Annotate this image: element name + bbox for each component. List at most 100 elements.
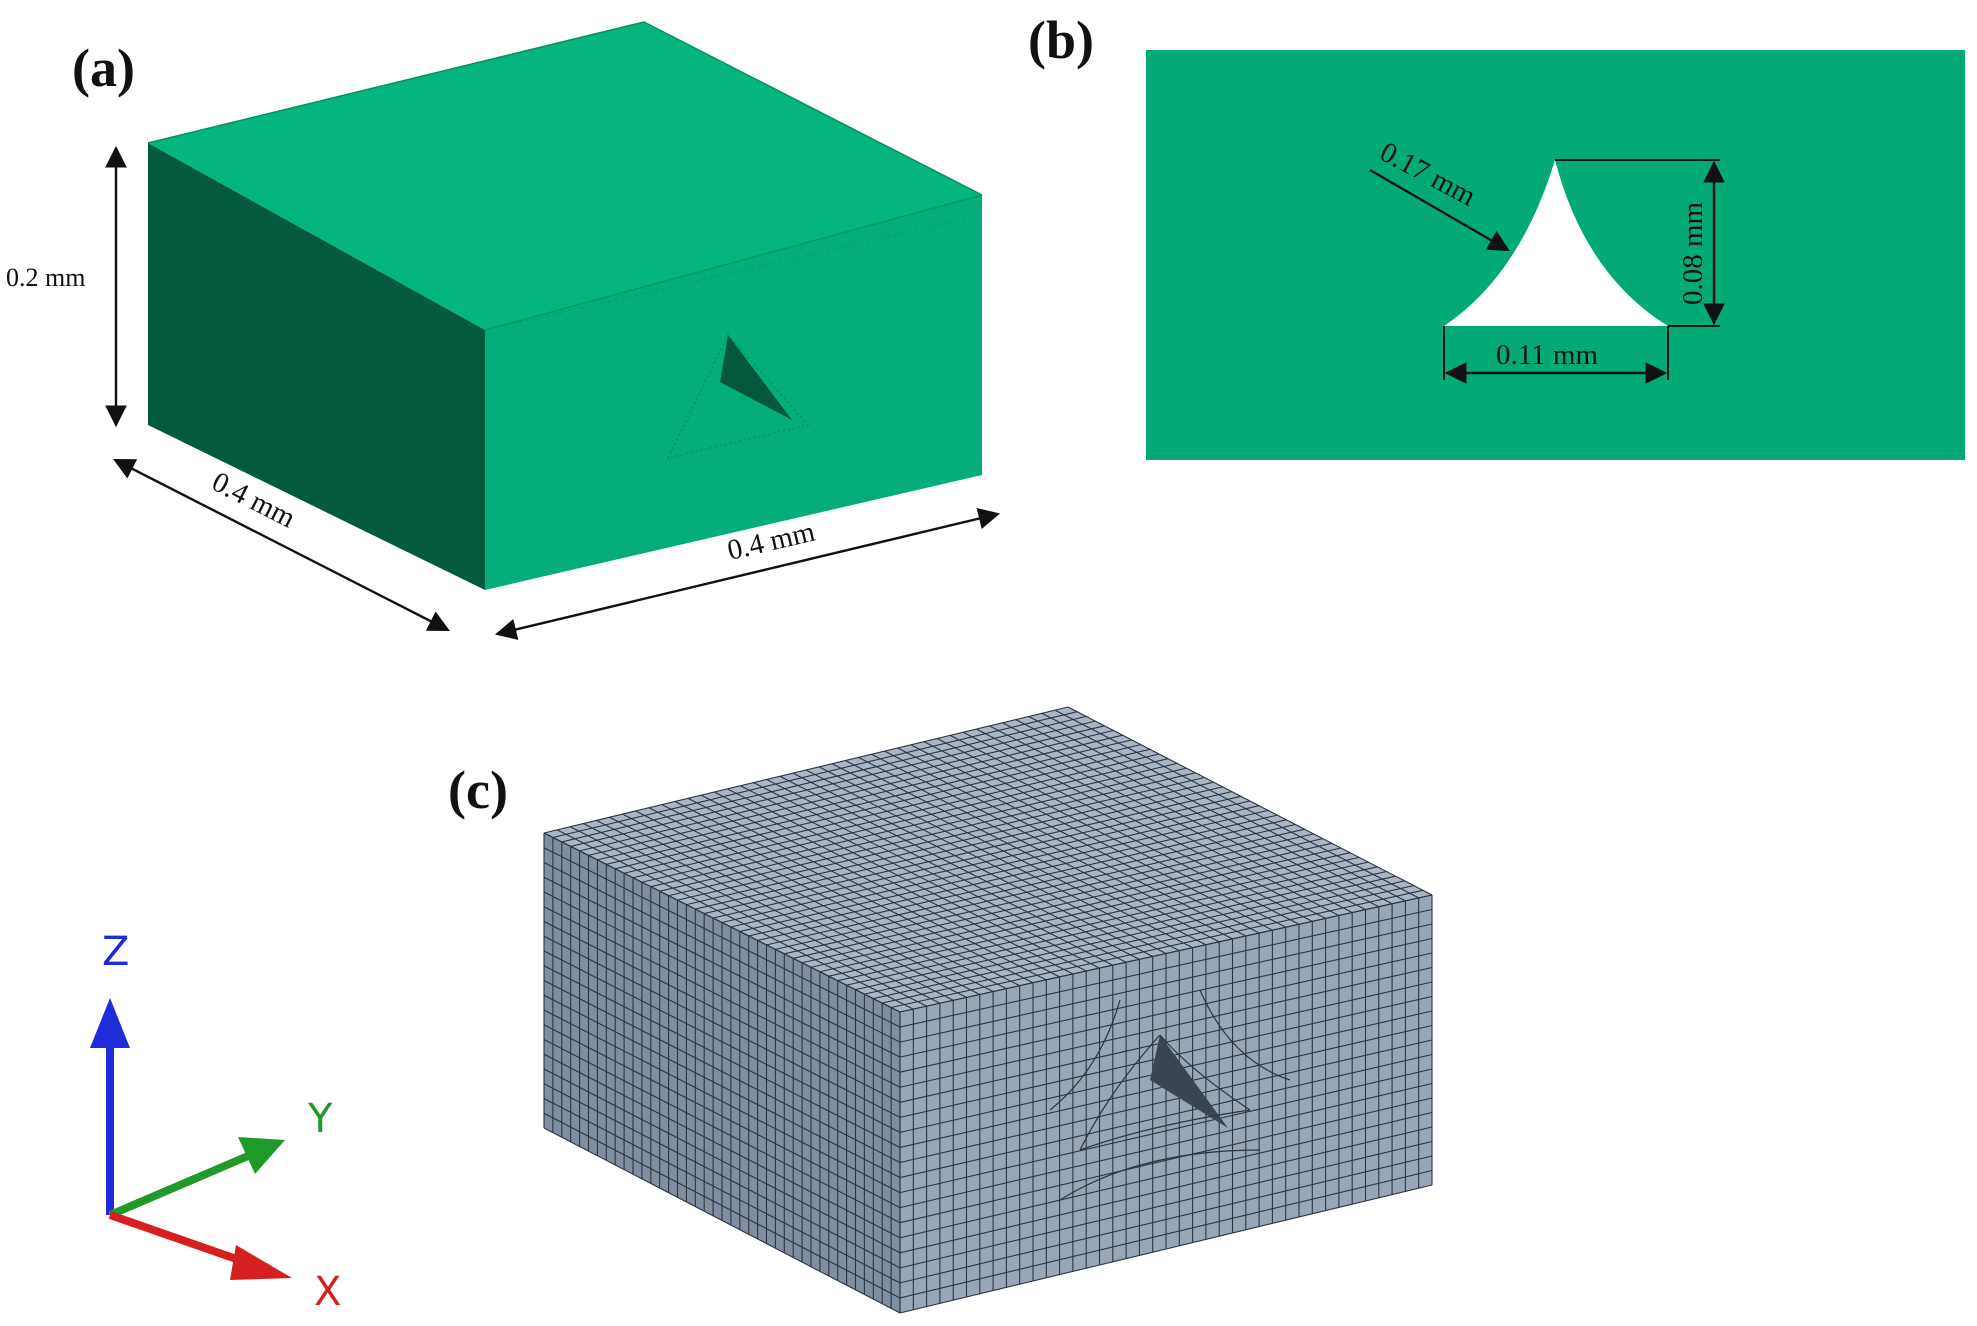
mesh-front-line-v <box>899 1068 1433 1194</box>
mesh-front-line-v <box>899 1039 1433 1164</box>
radius-leader-line <box>1369 168 1510 252</box>
mesh-side-line-v <box>543 906 901 1088</box>
notch-height-label: 0.08 mm <box>1677 201 1709 305</box>
mesh-top-line-v <box>695 786 1223 910</box>
mesh-top-line-v <box>810 847 1342 968</box>
panel-c-label: (c) <box>448 760 508 820</box>
width-dimension-line <box>494 508 1001 640</box>
mesh-front-line-v <box>899 966 1433 1088</box>
mesh-top-line-v <box>561 715 1087 843</box>
mesh-front-line-v <box>899 908 1433 1028</box>
mesh-top-line-v <box>721 800 1251 924</box>
mesh-top-line-v <box>686 781 1214 906</box>
mesh-side-line-v <box>543 1098 901 1284</box>
mesh-side-line-v <box>543 1024 901 1209</box>
mesh-side-line-v <box>543 862 901 1043</box>
mesh-side-line-v <box>543 891 901 1073</box>
mesh-top-line-v <box>588 729 1114 856</box>
mesh-top-line-v <box>766 823 1296 946</box>
y-axis-shaft <box>108 1152 250 1219</box>
mesh-side-line-v <box>543 994 901 1179</box>
mesh-top-line-v <box>606 739 1132 865</box>
mesh-front-line-v <box>899 1053 1433 1179</box>
x-axis-arrowhead <box>230 1245 292 1280</box>
mesh-front-line-v <box>899 1155 1433 1284</box>
mesh-front-line-v <box>899 1111 1433 1239</box>
mesh-top-line-v <box>668 772 1196 897</box>
block-front-face <box>485 195 982 590</box>
y-axis-label: Y <box>307 1096 333 1142</box>
mesh-top-line-v <box>623 748 1151 874</box>
mesh-top-line-v <box>793 838 1323 959</box>
notch-base-label: 0.11 mm <box>1496 339 1598 371</box>
mesh-top-line-v <box>730 805 1260 928</box>
mesh-front-line-v <box>899 1097 1433 1224</box>
mesh-top-line-v <box>775 828 1305 950</box>
mesh-top-line-v <box>641 758 1169 883</box>
mesh-top-line-v <box>543 706 1069 834</box>
block-front-top-edge <box>484 194 983 331</box>
mesh-side-line-v <box>543 1127 901 1314</box>
mesh-front-line-v <box>899 1169 1433 1299</box>
height-dimension-label: 0.2 mm <box>6 263 85 292</box>
mesh-side-line-v <box>543 876 901 1058</box>
mesh-front-line-v <box>899 923 1433 1043</box>
mesh-top-line-v <box>704 791 1232 915</box>
mesh-top-line-v <box>615 744 1141 870</box>
mesh-top-line-v <box>864 875 1396 995</box>
notch-profile <box>1444 160 1668 326</box>
mesh-top-line-v <box>882 885 1414 1004</box>
mesh-side-line-v <box>543 1068 901 1254</box>
y-axis-arrowhead <box>238 1137 285 1174</box>
mesh-top-line-v <box>659 767 1187 892</box>
mesh-top-line-v <box>597 734 1123 861</box>
mesh-side-line-v <box>543 950 901 1133</box>
mesh-side-line-v <box>543 847 901 1028</box>
mesh-top-line-v <box>552 711 1078 839</box>
mesh-side-line-v <box>543 832 901 1013</box>
mesh-front-line-v <box>899 1184 1433 1314</box>
mesh-front-line-v <box>899 952 1433 1073</box>
panel-c: (c) <box>448 706 1433 1314</box>
mesh-top-line-v <box>570 720 1096 847</box>
mesh-top-line-v <box>828 856 1360 977</box>
block-hidden-edge <box>484 214 983 331</box>
mesh-front-line-v <box>899 1126 1433 1254</box>
block-top-face <box>148 22 982 330</box>
notch-cavity <box>720 335 792 420</box>
mesh-top-line-v <box>712 795 1242 919</box>
mesh-top-line-v <box>632 753 1160 879</box>
x-axis-shaft <box>108 1211 247 1266</box>
mesh-side-line-v <box>543 921 901 1103</box>
x-axis-label: X <box>314 1269 341 1315</box>
mesh-grid-lines <box>543 706 1433 1314</box>
depth-dimension-line <box>113 458 450 632</box>
mesh-side-line-v <box>543 980 901 1163</box>
mesh-top-line-v <box>846 866 1378 986</box>
mesh-front-line-v <box>899 1140 1433 1269</box>
mesh-top-line-v <box>739 809 1269 932</box>
mesh-side-line-v <box>543 1039 901 1224</box>
mesh-side-line-v <box>543 965 901 1148</box>
mesh-top-line-v <box>748 814 1278 937</box>
mesh-top-line-v <box>837 861 1369 982</box>
mesh-top-line-v <box>677 776 1205 901</box>
mesh-top-line-v <box>757 819 1287 941</box>
mesh-top-line-v <box>873 880 1405 1000</box>
mesh-side-line-v <box>543 935 901 1118</box>
mesh-top-line-v <box>855 870 1387 991</box>
panel-b-label: (b) <box>1028 10 1094 70</box>
panel-a: (a) 0.2 mm 0.4 mm 0.4 mm <box>6 21 1001 640</box>
mesh-top-line-v <box>579 725 1105 852</box>
mesh-notch-refinement <box>1049 989 1291 1201</box>
z-axis-label: Z <box>102 929 129 975</box>
z-axis-arrowhead <box>90 998 130 1048</box>
mesh-front-line-v <box>899 1082 1433 1209</box>
block-edges <box>147 21 983 196</box>
mesh-side-line-v <box>543 1053 901 1239</box>
mesh-side-line-v <box>543 1083 901 1269</box>
notch-outline <box>666 333 810 460</box>
mesh-top-line-v <box>890 889 1424 1009</box>
mesh-side-line-v <box>543 1009 901 1194</box>
